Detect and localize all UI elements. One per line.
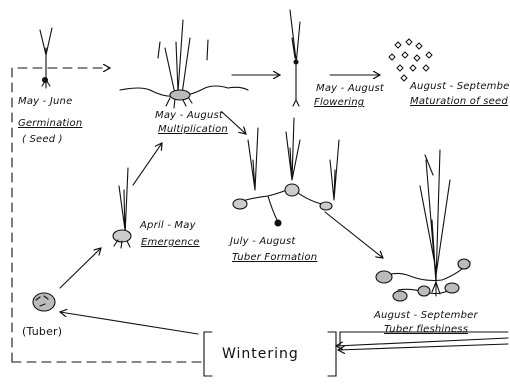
germination-note: ( Seed ) <box>22 134 63 146</box>
arrow-tuber-to-emergence <box>60 248 101 288</box>
wintering-label: Wintering <box>222 348 299 360</box>
seedling-illustration <box>40 28 52 88</box>
seeds-illustration <box>389 39 432 81</box>
tuber-fleshiness-name: Tuber fleshiness <box>384 324 468 336</box>
arrow-emergence-to-multiplication <box>133 143 162 185</box>
flowering-plant-illustration <box>290 10 300 106</box>
maturation-period: August - September <box>410 81 510 93</box>
arrow-tuber-formation-to-fleshiness <box>325 212 383 258</box>
germination-period: May - June <box>18 96 72 108</box>
maturation-name: Maturation of seed <box>410 96 508 108</box>
tuber-fleshiness-illustration <box>376 150 470 301</box>
tuber-illustration <box>33 293 55 311</box>
flowering-period: May - August <box>316 83 384 95</box>
germination-name: Germination <box>18 118 82 130</box>
tuber-fleshiness-period: August - September <box>374 310 478 322</box>
arrow-wintering-to-tuber <box>60 312 198 334</box>
tuber-formation-name: Tuber Formation <box>232 252 317 264</box>
emergence-plant-illustration <box>113 168 131 248</box>
multiplication-name: Multiplication <box>158 124 228 136</box>
multiplication-period: May - August <box>155 110 223 122</box>
emergence-period: April - May <box>140 220 196 232</box>
tuber-formation-period: July - August <box>230 236 296 248</box>
flowering-name: Flowering <box>314 97 364 109</box>
multiplication-plant-illustration <box>120 20 248 108</box>
emergence-name: Emergence <box>141 237 200 249</box>
tuber-formation-illustration <box>233 118 339 226</box>
tuber-label: (Tuber) <box>22 326 62 338</box>
